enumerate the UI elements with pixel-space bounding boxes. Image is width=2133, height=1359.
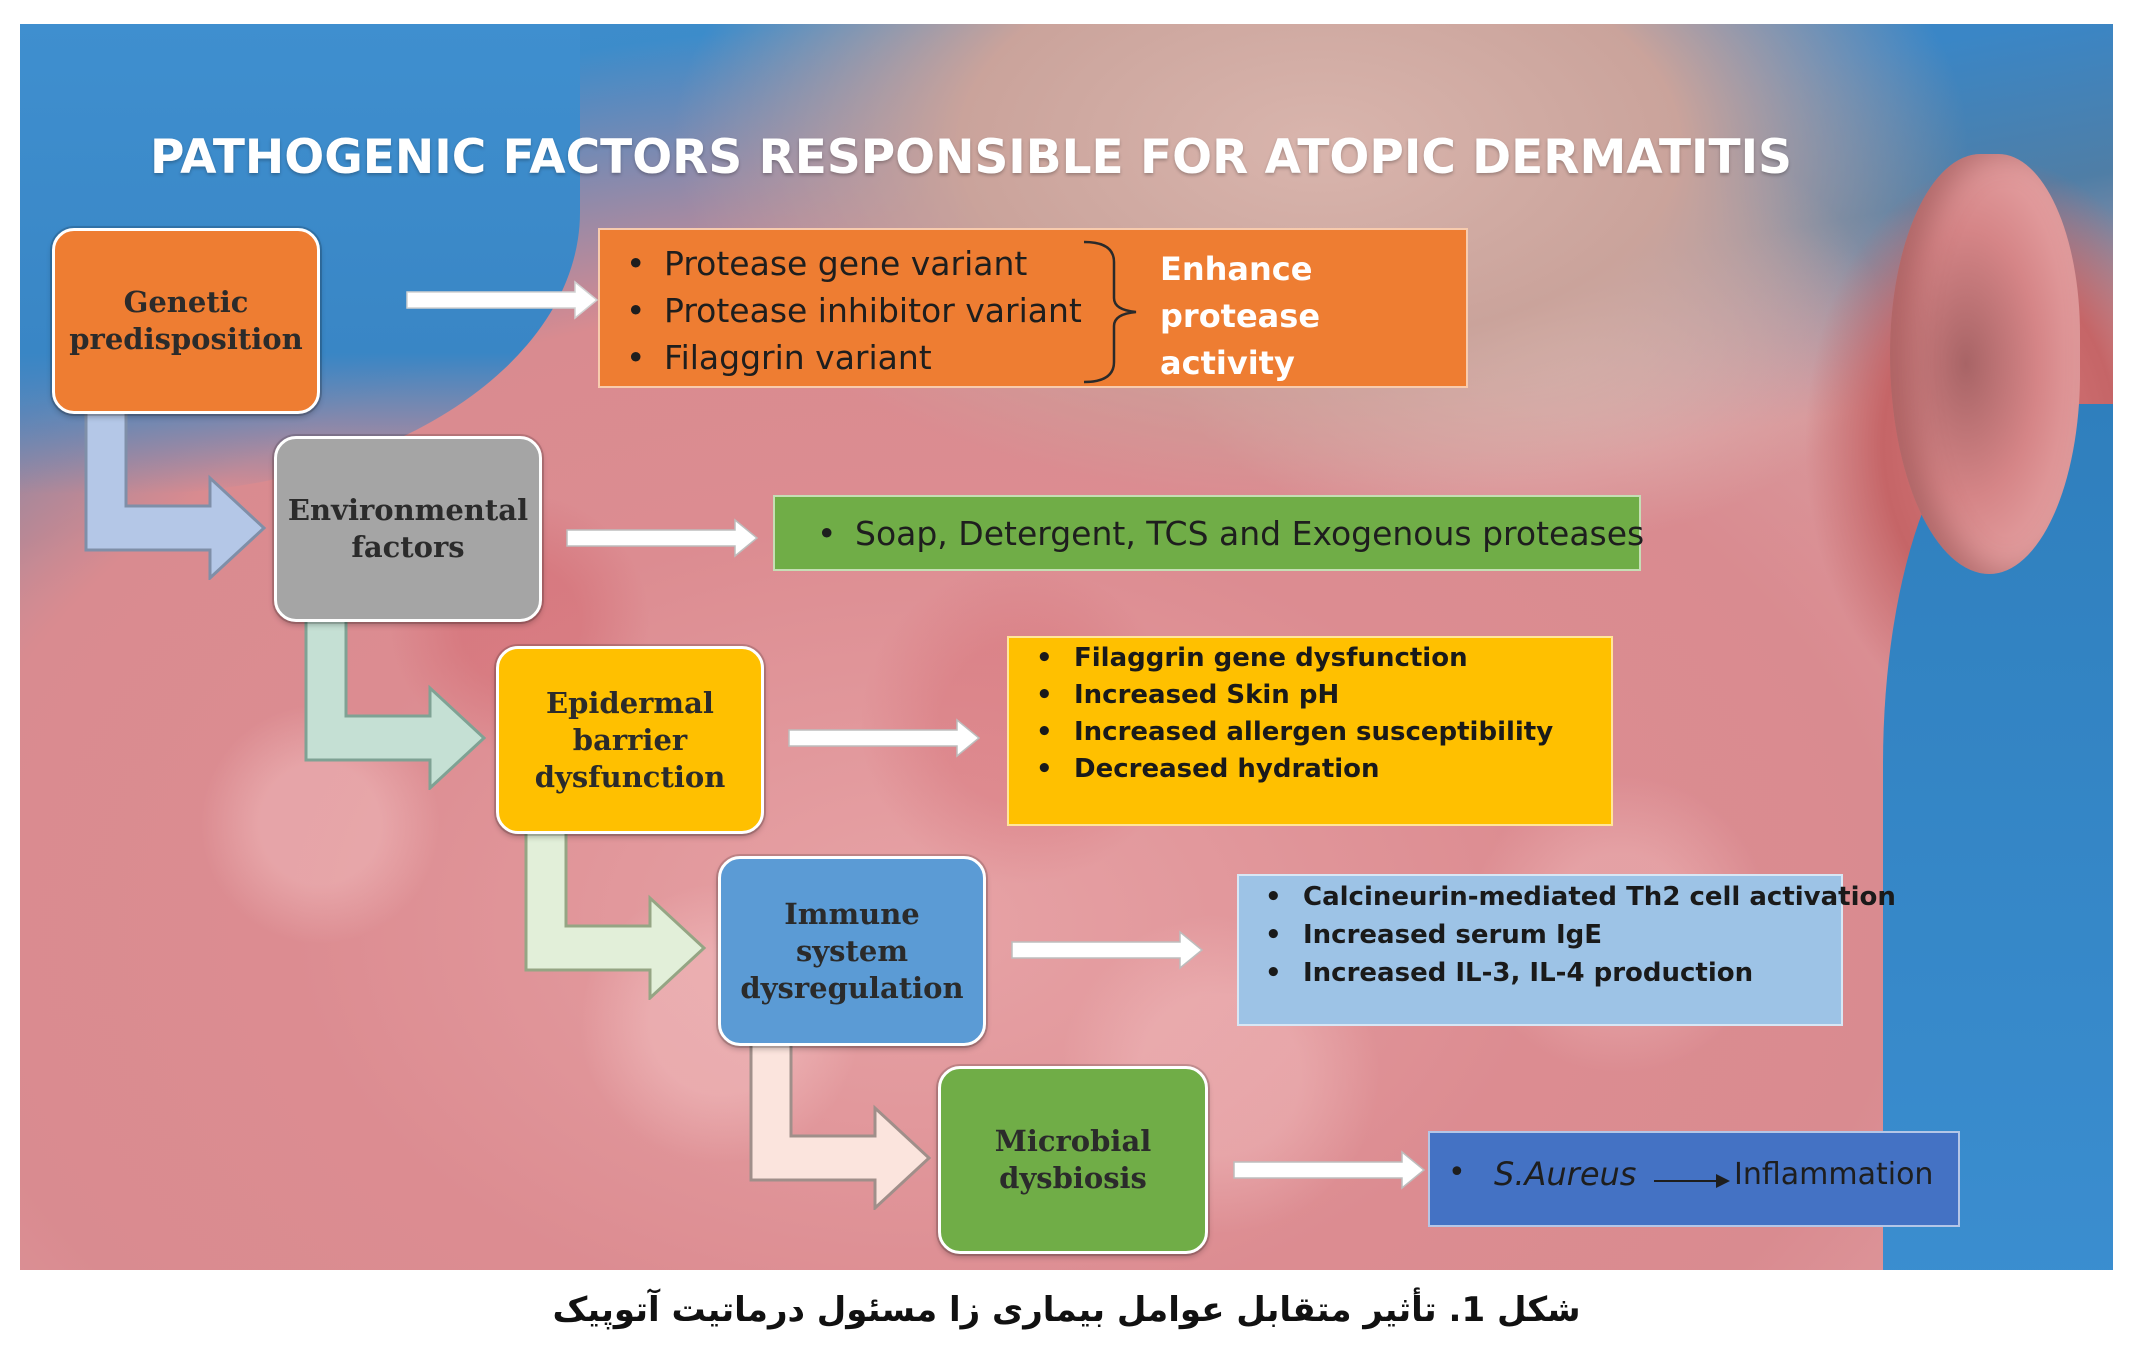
summary-line: Enhance protease (1160, 250, 1321, 335)
panel-immune: Calcineurin-mediated Th2 cell activation… (1237, 874, 1896, 1026)
arrow-to-genetic-panel (406, 280, 599, 320)
genetic-summary: Enhance protease activity (1160, 246, 1466, 387)
node-epidermal-barrier-dysfunction: Epidermal barrier dysfunction (496, 646, 764, 834)
arrow-to-immune-panel (1011, 930, 1204, 970)
node-line: system (795, 933, 909, 968)
node-environmental-factors: Environmental factors (274, 436, 542, 622)
node-microbial-dysbiosis: Microbial dysbiosis (938, 1066, 1208, 1254)
bullet: • (1448, 1155, 1466, 1190)
node-line: factors (351, 530, 465, 564)
microbial-effect: Inflammation (1734, 1157, 1934, 1192)
list-item: Increased Skin pH (1036, 677, 1553, 714)
microbial-organism: S.Aureus (1494, 1155, 1637, 1193)
list-item: Increased allergen susceptibility (1036, 714, 1553, 751)
elbow-arrow-4 (749, 1040, 932, 1210)
list-item: Decreased hydration (1036, 751, 1553, 788)
elbow-arrow-2 (304, 620, 487, 790)
node-line: Environmental (287, 493, 529, 527)
summary-line: activity (1160, 344, 1295, 382)
environmental-list: Soap, Detergent, TCS and Exogenous prote… (817, 511, 1644, 556)
node-line: Genetic (123, 285, 249, 319)
panel-genetic: Protease gene variant Protease inhibitor… (598, 228, 1468, 388)
node-line: predisposition (69, 322, 303, 356)
panel-epidermal: Filaggrin gene dysfunction Increased Ski… (1007, 636, 1613, 826)
node-line: dysfunction (534, 759, 726, 794)
node-line: dysbiosis (999, 1161, 1147, 1195)
panel-microbial: • S.Aureus Inflammation (1428, 1131, 1960, 1227)
immune-list: Calcineurin-mediated Th2 cell activation… (1265, 878, 1896, 992)
arrow-to-epidermal-panel (788, 718, 981, 758)
list-item: Soap, Detergent, TCS and Exogenous prote… (817, 511, 1644, 556)
node-genetic-predisposition: Genetic predisposition (52, 228, 320, 414)
arrow-to-microbial-panel (1233, 1150, 1426, 1190)
node-line: Immune (784, 896, 920, 931)
list-item: Increased IL-3, IL-4 production (1265, 954, 1896, 992)
node-immune-system-dysregulation: Immune system dysregulation (718, 856, 986, 1046)
list-item: Protease gene variant (626, 240, 1082, 287)
list-item: Calcineurin-mediated Th2 cell activation (1265, 878, 1896, 916)
figure-caption: شکل 1. تأثیر متقابل عوامل بیماری زا مسئو… (552, 1290, 1581, 1330)
list-item: Filaggrin variant (626, 334, 1082, 381)
node-line: Microbial (994, 1124, 1152, 1158)
elbow-arrow-3 (524, 830, 707, 1000)
elbow-arrow-1 (84, 410, 267, 580)
epidermal-list: Filaggrin gene dysfunction Increased Ski… (1036, 640, 1553, 788)
ear-shape (1890, 154, 2080, 574)
list-item: Increased serum IgE (1265, 916, 1896, 954)
list-item: Protease inhibitor variant (626, 287, 1082, 334)
arrow-to-environmental-panel (566, 518, 759, 558)
arrow-right-icon (1654, 1174, 1730, 1188)
node-line: Epidermal (546, 685, 714, 720)
list-item: Filaggrin gene dysfunction (1036, 640, 1553, 677)
panel-environmental: Soap, Detergent, TCS and Exogenous prote… (773, 495, 1644, 571)
diagram-title: PATHOGENIC FACTORS RESPONSIBLE FOR ATOPI… (150, 130, 1792, 185)
node-line: barrier (572, 722, 688, 757)
node-line: dysregulation (740, 970, 964, 1005)
genetic-list: Protease gene variant Protease inhibitor… (626, 240, 1082, 381)
curly-brace (1083, 240, 1137, 384)
